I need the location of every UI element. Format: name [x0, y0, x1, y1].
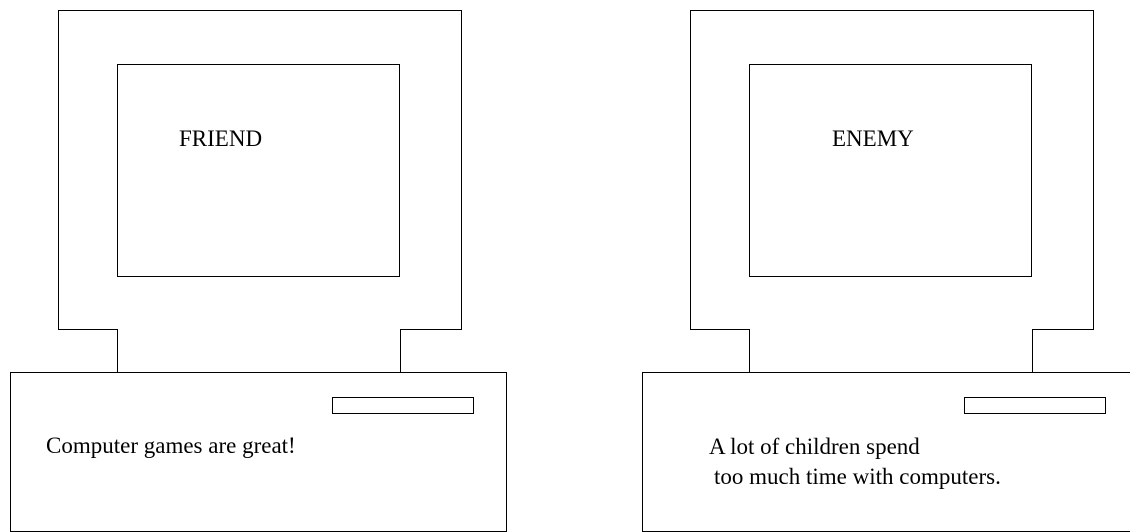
computer-enemy: ENEMY A lot of children spend too much t…: [632, 0, 1130, 515]
monitor-screen: FRIEND: [117, 64, 400, 277]
computer-case: Computer games are great!: [10, 372, 507, 532]
caption-friend: Computer games are great!: [46, 431, 296, 461]
screen-label-enemy: ENEMY: [750, 125, 1033, 153]
monitor-frame: FRIEND: [58, 10, 462, 330]
screen-label-friend: FRIEND: [118, 125, 401, 153]
drive-slot: [964, 397, 1106, 414]
computer-friend: FRIEND Computer games are great!: [0, 0, 510, 515]
monitor-stand: [117, 329, 401, 374]
caption-line: A lot of children spend: [709, 432, 1001, 462]
monitor-stand: [749, 329, 1033, 374]
caption-enemy: A lot of children spend too much time wi…: [709, 432, 1001, 492]
caption-line: Computer games are great!: [46, 431, 296, 461]
drive-slot: [332, 397, 474, 414]
computer-case: A lot of children spend too much time wi…: [642, 372, 1130, 532]
monitor-screen: ENEMY: [749, 64, 1032, 277]
monitor-frame: ENEMY: [690, 10, 1094, 330]
caption-line: too much time with computers.: [709, 462, 1001, 492]
